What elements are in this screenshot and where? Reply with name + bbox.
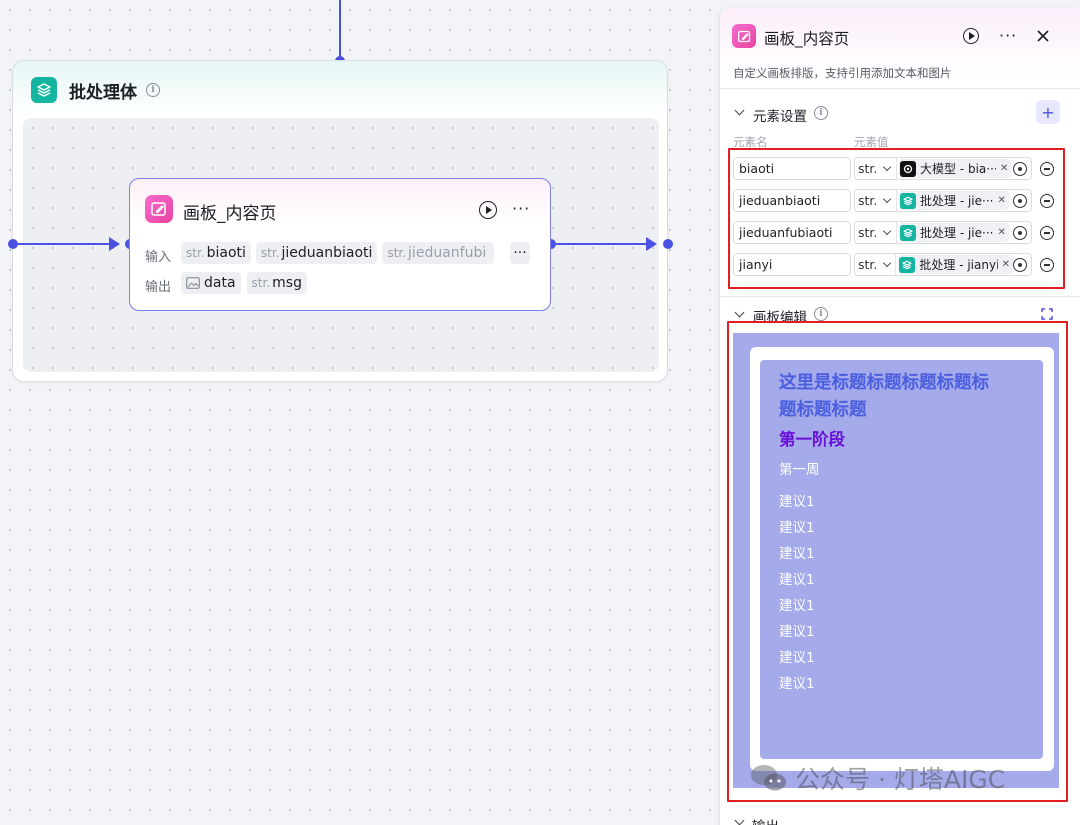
output-label: 输出 <box>145 280 172 295</box>
output-section-title: 输出 <box>752 815 779 825</box>
node-title: 画板_内容页 <box>183 204 277 224</box>
input-label: 输入 <box>145 250 172 265</box>
watermark: 公众号 · 灯塔AIGC <box>749 760 1005 796</box>
input-chip: str.biaoti <box>181 242 251 264</box>
canvas-board-node[interactable]: 画板_内容页 ··· 输入 str.biaoti str.jieduanbiao… <box>129 178 551 311</box>
reference-chip: 大模型 - bia··· ✕ <box>899 159 1012 178</box>
canvas-preview-highlight <box>727 321 1068 802</box>
suggestion-item[interactable]: 建议1 <box>779 598 815 614</box>
info-icon[interactable]: i <box>814 307 828 321</box>
pick-variable-icon[interactable] <box>1013 161 1027 176</box>
node-outgoing-arrowhead <box>646 237 657 251</box>
remove-ref-icon[interactable]: ✕ <box>1000 163 1009 174</box>
batch-header: 批处理体 i <box>31 77 160 103</box>
batch-right-port[interactable] <box>663 239 673 249</box>
incoming-connector-line <box>339 0 341 60</box>
divider <box>720 296 1080 297</box>
type-select[interactable]: str. <box>855 190 897 211</box>
panel-board-icon <box>732 24 756 48</box>
element-name-input[interactable]: jianyi <box>733 253 851 276</box>
run-icon[interactable] <box>479 201 497 219</box>
reference-chip: 批处理 - jianyi ✕ <box>898 255 1013 274</box>
canvas-content-card: 这里是标题标题标题标题标 题标题标题 第一阶段 第一周 建议1 建议1 建议1 … <box>760 360 1043 759</box>
batch-icon <box>899 256 916 273</box>
add-element-button[interactable]: + <box>1036 100 1060 124</box>
output-chips: data str.msg <box>181 272 307 294</box>
batch-icon <box>900 224 916 241</box>
element-name-column-label: 元素名 <box>733 135 768 149</box>
batch-icon <box>900 192 916 209</box>
type-select[interactable]: str. <box>855 158 897 179</box>
remove-row-icon[interactable] <box>1040 162 1054 176</box>
element-value-field[interactable]: str. 批处理 - jie··· ✕ <box>854 221 1032 244</box>
preview-stage[interactable]: 第一阶段 <box>779 430 845 449</box>
element-value-field[interactable]: str. 批处理 - jie··· ✕ <box>854 189 1032 212</box>
input-chip: str.jieduanfubi <box>382 242 495 264</box>
panel-description: 自定义画板排版，支持引用添加文本和图片 <box>733 66 952 80</box>
llm-icon <box>900 160 916 177</box>
suggestion-item[interactable]: 建议1 <box>779 520 815 536</box>
preview-week[interactable]: 第一周 <box>779 462 820 478</box>
suggestion-item[interactable]: 建议1 <box>779 572 815 588</box>
input-chips: str.biaoti str.jieduanbiaoti str.jieduan… <box>181 242 495 264</box>
chevron-down-icon <box>883 194 892 204</box>
collapse-chevron-icon[interactable] <box>734 105 745 116</box>
batch-title: 批处理体 <box>69 82 137 103</box>
preview-suggestions: 建议1 建议1 建议1 建议1 建议1 建议1 建议1 建议1 <box>779 489 815 697</box>
node-incoming-arrowhead <box>109 237 120 251</box>
element-settings-title: 元素设置 <box>753 109 807 125</box>
remove-ref-icon[interactable]: ✕ <box>1001 259 1010 270</box>
element-name-input[interactable]: jieduanfubiaoti <box>733 221 851 244</box>
more-inputs-button[interactable]: ··· <box>510 242 530 264</box>
element-value-field[interactable]: str. 大模型 - bia··· ✕ <box>854 157 1032 180</box>
element-rows-highlight <box>728 148 1065 289</box>
suggestion-item[interactable]: 建议1 <box>779 624 815 640</box>
panel-more-icon[interactable]: ··· <box>999 26 1018 45</box>
element-name-input[interactable]: jieduanbiaoti <box>733 189 851 212</box>
expand-icon[interactable] <box>1041 308 1053 320</box>
info-icon[interactable]: i <box>814 106 828 120</box>
board-icon <box>145 195 173 223</box>
reference-chip: 批处理 - jie··· ✕ <box>899 223 1009 242</box>
node-outgoing-line <box>556 243 648 245</box>
element-value-field[interactable]: str. 批处理 - jianyi ✕ <box>854 253 1032 276</box>
close-icon[interactable] <box>1037 30 1049 42</box>
remove-ref-icon[interactable]: ✕ <box>997 227 1006 238</box>
info-icon[interactable]: i <box>146 83 160 97</box>
chevron-down-icon <box>883 226 892 236</box>
chevron-down-icon <box>883 258 892 268</box>
layers-icon <box>31 77 57 103</box>
preview-heading[interactable]: 这里是标题标题标题标题标 题标题标题 <box>779 373 989 420</box>
remove-row-icon[interactable] <box>1040 194 1054 208</box>
chevron-down-icon <box>883 162 892 172</box>
node-incoming-line <box>18 243 112 245</box>
node-output-port[interactable] <box>546 239 556 249</box>
pick-variable-icon[interactable] <box>1013 225 1027 240</box>
type-select[interactable]: str. <box>855 254 897 275</box>
collapse-chevron-icon[interactable] <box>734 307 745 318</box>
remove-row-icon[interactable] <box>1040 258 1054 272</box>
suggestion-item[interactable]: 建议1 <box>779 494 815 510</box>
remove-row-icon[interactable] <box>1040 226 1054 240</box>
output-chip: str.msg <box>246 272 307 294</box>
more-options-icon[interactable]: ··· <box>512 199 531 218</box>
suggestion-item[interactable]: 建议1 <box>779 676 815 692</box>
batch-left-port[interactable] <box>8 239 18 249</box>
wechat-icon <box>751 765 786 791</box>
image-icon <box>186 277 200 289</box>
panel-title: 画板_内容页 <box>764 30 850 48</box>
remove-ref-icon[interactable]: ✕ <box>997 195 1006 206</box>
type-select[interactable]: str. <box>855 222 897 243</box>
output-chip: data <box>181 272 241 294</box>
input-chip: str.jieduanbiaoti <box>255 242 378 264</box>
suggestion-item[interactable]: 建议1 <box>779 546 815 562</box>
divider <box>720 88 1080 89</box>
reference-chip: 批处理 - jie··· ✕ <box>899 191 1009 210</box>
element-name-input[interactable]: biaoti <box>733 157 851 180</box>
pick-variable-icon[interactable] <box>1013 257 1027 272</box>
pick-variable-icon[interactable] <box>1013 193 1027 208</box>
element-value-column-label: 元素值 <box>854 135 889 149</box>
panel-run-icon[interactable] <box>963 28 979 44</box>
suggestion-item[interactable]: 建议1 <box>779 650 815 666</box>
